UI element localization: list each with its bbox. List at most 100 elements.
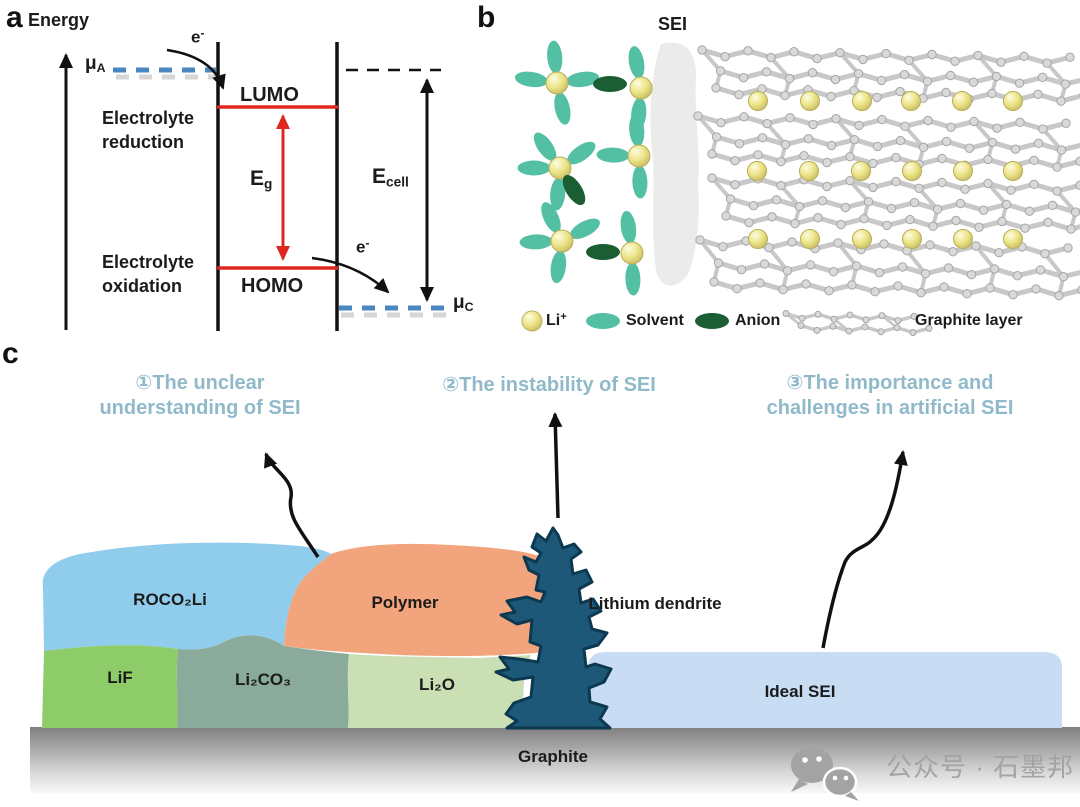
lithium-dendrite-shape <box>494 526 613 730</box>
solvent-molecule <box>569 218 600 239</box>
solvent-molecule <box>567 141 596 165</box>
electron-bottom-label: e- <box>356 236 370 257</box>
li-ion <box>748 229 768 249</box>
anion-molecule <box>562 174 586 206</box>
li-ion <box>953 229 973 249</box>
mu-cathode-label: μC <box>453 292 474 315</box>
graphite-sheet <box>707 173 1080 234</box>
li-ion <box>620 241 644 265</box>
li-ion <box>748 91 768 111</box>
legend-li-label: Li+ <box>546 311 567 330</box>
solvent-molecule <box>550 177 566 211</box>
panel-a-label: a <box>6 1 23 34</box>
li2o-region <box>347 654 531 728</box>
challenge-2-text: ②The instability of SEI <box>442 374 656 396</box>
legend-anion-icon <box>695 313 729 329</box>
graphite-sheet <box>697 45 1080 106</box>
solvent-molecule <box>625 262 641 296</box>
graphite-sheet <box>695 235 1080 301</box>
panel-c-label: c <box>2 337 19 370</box>
li-ion <box>851 161 871 181</box>
solvent-molecule <box>550 250 567 284</box>
li2co3-label: Li₂CO₃ <box>234 670 292 689</box>
roco2li-label: ROCO₂Li <box>133 590 207 609</box>
li-ion <box>1003 91 1023 111</box>
li-ion <box>545 71 569 95</box>
li2co3-region <box>176 635 349 728</box>
panel-a-diagram <box>59 42 446 331</box>
solvated-li-cluster <box>620 210 644 296</box>
solvent-molecule <box>514 71 548 88</box>
li-ion <box>799 161 819 181</box>
legend-graphite-layer-label: Graphite layer <box>915 312 1023 329</box>
solvent-molecule <box>628 46 645 79</box>
li-ion <box>902 229 922 249</box>
solvent-molecule <box>620 210 637 244</box>
solvent-molecule <box>566 71 600 88</box>
li-ion <box>550 229 574 253</box>
lumo-label: LUMO <box>240 84 299 106</box>
li-ion <box>902 161 922 181</box>
li-ion <box>1003 229 1023 249</box>
graphite-sheet <box>693 111 1080 172</box>
legend-solvent-icon <box>586 313 620 329</box>
solvent-molecule <box>517 160 551 176</box>
cell-voltage-label: Ecell <box>372 165 409 190</box>
anion-molecule <box>593 76 627 92</box>
li-ion <box>952 91 972 111</box>
electron-top-label: e- <box>191 26 205 47</box>
solvent-molecule <box>547 40 563 74</box>
challenge-3-arrow <box>821 450 908 649</box>
solvent-molecule <box>519 234 553 250</box>
panel-c-diagram <box>30 412 1080 801</box>
solvated-li-cluster <box>514 40 600 125</box>
energy-axis-label: Energy <box>28 10 90 30</box>
polymer-label: Polymer <box>371 593 439 612</box>
roco2li-region <box>42 542 332 651</box>
graphite-substrate <box>30 727 1080 793</box>
li-ion <box>627 144 651 168</box>
ideal-sei-region <box>588 652 1062 728</box>
solvent-molecule <box>596 147 630 163</box>
legend <box>521 310 933 337</box>
lif-label: LiF <box>107 668 133 687</box>
graphite-label: Graphite <box>518 747 588 766</box>
solvated-li-cluster <box>519 202 600 284</box>
lif-region <box>42 645 178 728</box>
solvent-molecule <box>541 202 561 233</box>
solvated-li-cluster <box>596 113 651 199</box>
electron-flow-arrow-top <box>166 48 226 90</box>
watermark-text: 公众号 · 石墨邦 <box>886 752 1075 782</box>
solvent-molecule <box>629 113 645 147</box>
li-ion <box>800 91 820 111</box>
electron-flow-arrow-bottom <box>311 256 390 294</box>
li-ion <box>901 91 921 111</box>
li-ion <box>548 156 572 180</box>
solvated-li-cluster <box>517 132 596 211</box>
panel-b-diagram <box>514 40 1080 337</box>
sei-label: SEI <box>658 14 688 34</box>
lithium-dendrite-label: Lithium dendrite <box>588 594 722 613</box>
anion-molecule <box>586 244 620 260</box>
ideal-sei-label: Ideal SEI <box>764 682 836 701</box>
solvent-molecule <box>632 165 648 199</box>
legend-graphite-icon <box>782 310 933 337</box>
sei-layer-blob <box>650 42 699 286</box>
band-gap-label: Eg <box>250 167 273 192</box>
challenge-1-arrow <box>264 452 320 558</box>
solvent-molecule <box>533 132 557 161</box>
li-ion <box>852 229 872 249</box>
li-ion <box>953 161 973 181</box>
li2o-label: Li₂O <box>419 675 455 694</box>
challenge-2-arrow <box>548 412 563 519</box>
wechat-icon <box>791 747 859 801</box>
mu-anode-label: μA <box>85 53 106 76</box>
li-ion <box>800 229 820 249</box>
li-ion <box>852 91 872 111</box>
homo-label: HOMO <box>241 275 304 297</box>
legend-solvent-label: Solvent <box>626 312 684 329</box>
